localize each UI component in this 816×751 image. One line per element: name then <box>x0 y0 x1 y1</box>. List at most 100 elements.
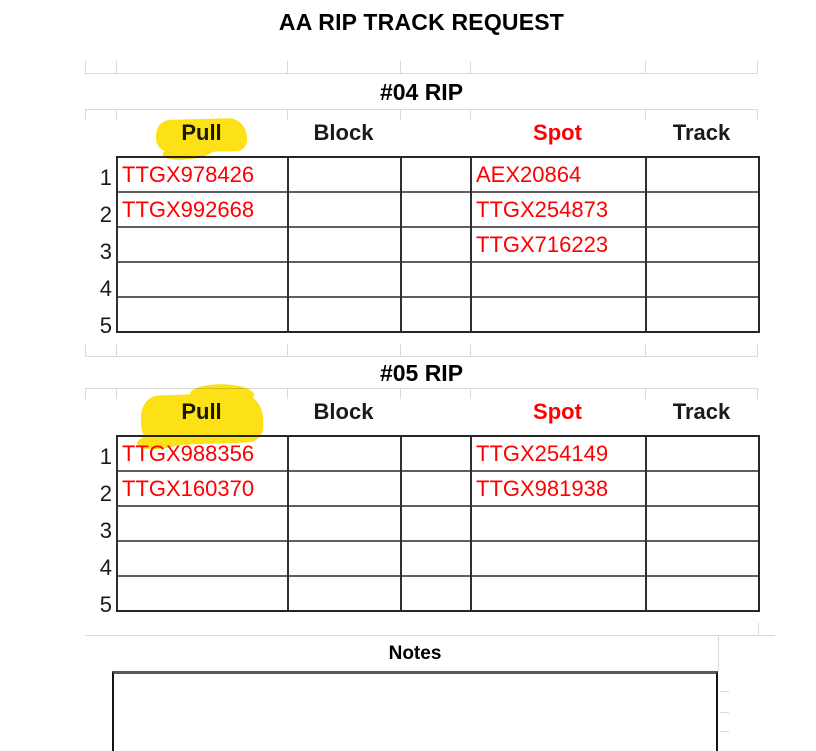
data-grid: TTGX978426 AEX20864 TTGX992668 TTGX25487… <box>116 156 760 333</box>
cell-track[interactable] <box>645 540 760 576</box>
cell-gap[interactable] <box>400 191 471 227</box>
rip-table-04: #04 RIP Pull Block Spot Track TTGX978426… <box>85 61 760 338</box>
row-number: 4 <box>99 555 112 580</box>
gridline <box>720 712 729 713</box>
cell-track[interactable] <box>645 191 760 227</box>
cell-pull[interactable]: TTGX988356 <box>116 435 288 471</box>
cell-gap[interactable] <box>400 156 471 192</box>
gridline <box>85 635 775 636</box>
table-row: TTGX160370 TTGX981938 <box>116 470 760 506</box>
cell-track[interactable] <box>645 575 760 612</box>
header-gap <box>400 110 470 156</box>
cell-gap[interactable] <box>400 296 471 333</box>
cell-spot[interactable] <box>470 296 646 333</box>
table-row <box>116 540 760 576</box>
cell-pull[interactable] <box>116 540 288 576</box>
cell-spot[interactable]: AEX20864 <box>470 156 646 192</box>
cell-pull[interactable]: TTGX978426 <box>116 156 288 192</box>
cell-block[interactable] <box>287 226 401 262</box>
table-row <box>116 296 760 333</box>
table-row: TTGX988356 TTGX254149 <box>116 435 760 471</box>
gridline <box>720 691 729 692</box>
gridline <box>718 635 719 671</box>
cell-block[interactable] <box>287 470 401 506</box>
cell-gap[interactable] <box>400 226 471 262</box>
cell-gap[interactable] <box>400 470 471 506</box>
cell-track[interactable] <box>645 505 760 541</box>
cell-block[interactable] <box>287 296 401 333</box>
cell-spot[interactable] <box>470 505 646 541</box>
cell-pull[interactable] <box>116 261 288 297</box>
cell-track[interactable] <box>645 226 760 262</box>
cell-track[interactable] <box>645 156 760 192</box>
gridline-ticks <box>85 61 758 73</box>
header-spot: Spot <box>533 120 582 145</box>
cell-gap[interactable] <box>400 505 471 541</box>
table-row: TTGX716223 <box>116 226 760 262</box>
header-track: Track <box>672 399 731 424</box>
gridline <box>758 623 759 635</box>
cell-block[interactable] <box>287 540 401 576</box>
cell-block[interactable] <box>287 156 401 192</box>
cell-spot[interactable]: TTGX716223 <box>470 226 646 262</box>
gridline-ticks <box>85 344 758 356</box>
cell-track[interactable] <box>645 296 760 333</box>
gridline-ticks <box>85 389 758 399</box>
row-number: 2 <box>99 481 112 506</box>
row-number: 4 <box>99 276 112 301</box>
gridline <box>720 731 729 732</box>
page-title: AA RIP TRACK REQUEST <box>278 9 565 35</box>
cell-block[interactable] <box>287 505 401 541</box>
table-header-row: Pull Block Spot Track <box>85 389 758 435</box>
cell-spot[interactable] <box>470 575 646 612</box>
cell-gap[interactable] <box>400 435 471 471</box>
table-row <box>116 261 760 297</box>
row-number: 3 <box>99 518 112 543</box>
cell-spot[interactable]: TTGX254149 <box>470 435 646 471</box>
row-number: 1 <box>99 165 112 190</box>
notes-box[interactable] <box>112 671 718 751</box>
header-pull: Pull <box>181 120 222 145</box>
cell-spot[interactable] <box>470 540 646 576</box>
cell-gap[interactable] <box>400 261 471 297</box>
row-number: 5 <box>99 313 112 338</box>
header-block: Block <box>313 399 374 424</box>
cell-block[interactable] <box>287 435 401 471</box>
cell-pull[interactable]: TTGX992668 <box>116 191 288 227</box>
header-gap <box>400 389 470 435</box>
notes-label: Notes <box>388 643 442 664</box>
header-track: Track <box>672 120 731 145</box>
cell-block[interactable] <box>287 261 401 297</box>
table-title: #05 RIP <box>85 356 758 389</box>
cell-block[interactable] <box>287 191 401 227</box>
table-header-row: Pull Block Spot Track <box>85 110 758 156</box>
header-spot: Spot <box>533 399 582 424</box>
header-pull: Pull <box>181 399 222 424</box>
cell-spot[interactable]: TTGX981938 <box>470 470 646 506</box>
cell-gap[interactable] <box>400 540 471 576</box>
table-row: TTGX992668 TTGX254873 <box>116 191 760 227</box>
cell-pull[interactable] <box>116 575 288 612</box>
cell-track[interactable] <box>645 261 760 297</box>
row-number: 1 <box>99 444 112 469</box>
cell-block[interactable] <box>287 575 401 612</box>
table-title: #04 RIP <box>85 73 758 110</box>
table-row <box>116 575 760 612</box>
gridline-ticks <box>85 110 758 120</box>
cell-track[interactable] <box>645 435 760 471</box>
cell-spot[interactable] <box>470 261 646 297</box>
cell-pull[interactable] <box>116 296 288 333</box>
rip-table-05: #05 RIP Pull Block Spot Track TTGX988356… <box>85 344 760 617</box>
cell-pull[interactable] <box>116 505 288 541</box>
header-block: Block <box>313 120 374 145</box>
data-grid: TTGX988356 TTGX254149 TTGX160370 TTGX981… <box>116 435 760 612</box>
cell-pull[interactable]: TTGX160370 <box>116 470 288 506</box>
table-row <box>116 505 760 541</box>
row-number: 3 <box>99 239 112 264</box>
table-row: TTGX978426 AEX20864 <box>116 156 760 192</box>
cell-track[interactable] <box>645 470 760 506</box>
cell-pull[interactable] <box>116 226 288 262</box>
cell-gap[interactable] <box>400 575 471 612</box>
cell-spot[interactable]: TTGX254873 <box>470 191 646 227</box>
row-number: 2 <box>99 202 112 227</box>
